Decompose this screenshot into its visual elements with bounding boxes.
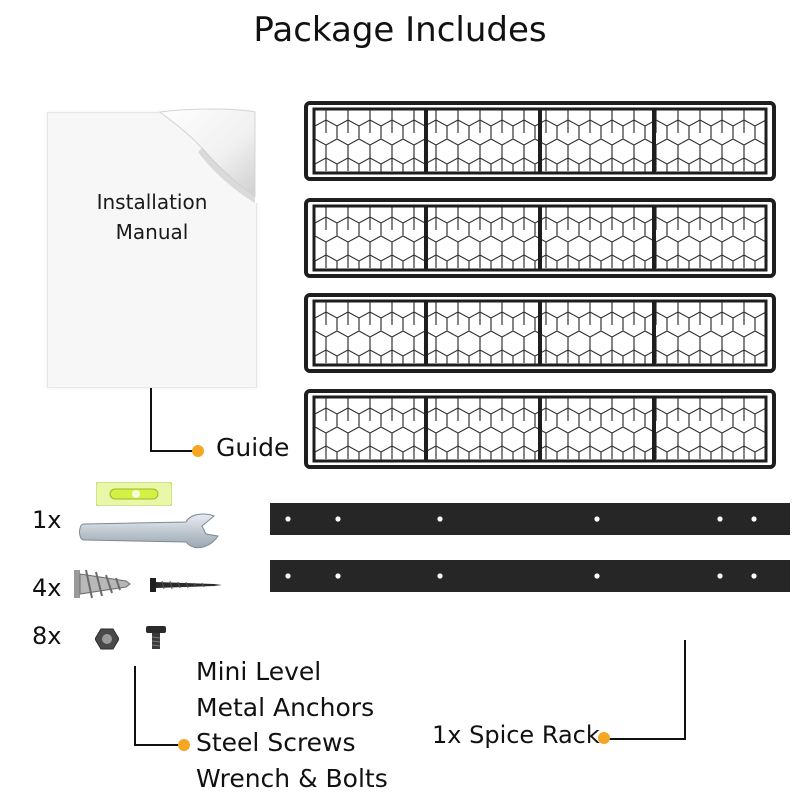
bolt-icon [146,626,166,649]
hex-nut-icon [95,628,119,650]
count-level-wrench: 1x [32,506,62,534]
manual-line-2: Manual [115,220,189,244]
rack-dot [598,732,610,744]
rack-callout-line [684,640,686,740]
parts-callout-line [134,666,136,746]
count-anchors-screws: 4x [32,574,62,602]
guide-label: Guide [216,433,290,462]
guide-callout-line [150,388,152,452]
spice-rack-3 [304,293,776,373]
count-bolts-nuts: 8x [32,622,62,650]
manual-label: Installation Manual [48,187,256,247]
parts-item-wrench-bolts: Wrench & Bolts [196,763,388,793]
page-title: Package Includes [253,10,547,50]
wrench-icon [79,513,219,549]
manual-line-1: Installation [96,190,208,214]
page-curl-icon [158,108,265,203]
rack-label: 1x Spice Rack [432,721,600,749]
guide-callout-line-h [150,450,194,452]
parts-item-metal-anchors: Metal Anchors [196,692,375,722]
spice-rack-2 [304,198,776,278]
parts-item-steel-screws: Steel Screws [196,728,356,757]
parts-callout-line-h [134,744,180,746]
spice-rack-1 [304,101,776,181]
mounting-bar-1 [270,503,790,535]
parts-dot [178,739,190,751]
rack-callout-line-h [606,738,686,740]
steel-screw-icon [150,578,222,592]
parts-item-mini-level: Mini Level [196,657,322,686]
mounting-bar-2 [270,560,790,592]
mini-level-icon [96,482,172,506]
guide-dot [192,445,204,457]
parts-list: Mini Level Metal Anchors Steel Screws Wr… [196,654,388,796]
spice-rack-4 [304,389,776,469]
metal-anchor-icon [74,569,131,599]
